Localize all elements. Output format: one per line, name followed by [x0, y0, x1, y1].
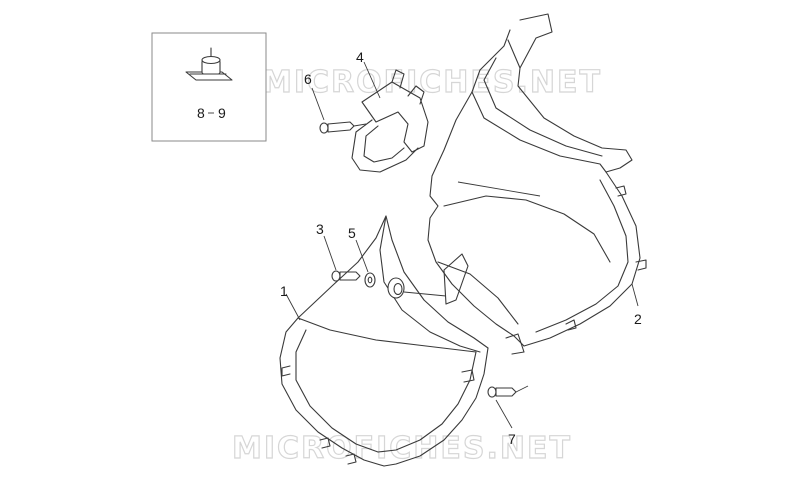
clip-top [201, 55, 221, 65]
callout-6: 6 [304, 71, 312, 87]
inset-frame [151, 32, 267, 142]
screw-6: 6 [304, 71, 367, 134]
screw-3: 3 [316, 221, 361, 282]
callout-2: 2 [634, 311, 642, 327]
rear-panel: 2 [427, 13, 647, 355]
callout-3: 3 [316, 221, 324, 237]
callout-4: 4 [356, 49, 364, 65]
callout-9: 9 [218, 105, 226, 121]
front-panel: 1 [279, 215, 489, 467]
callout-8: 8 [197, 105, 205, 121]
screw-7: 7 [487, 385, 529, 447]
inset-clip-nut: 8 9 [151, 32, 267, 142]
washer-5: 5 [348, 225, 447, 299]
hook-bracket: 4 [351, 49, 429, 173]
watermark-top: MICROFICHES.NET [262, 65, 602, 100]
callout-5: 5 [348, 225, 356, 241]
callout-7: 7 [508, 431, 516, 447]
watermark-bottom: MICROFICHES.NET [232, 431, 572, 466]
callout-1: 1 [280, 283, 288, 299]
